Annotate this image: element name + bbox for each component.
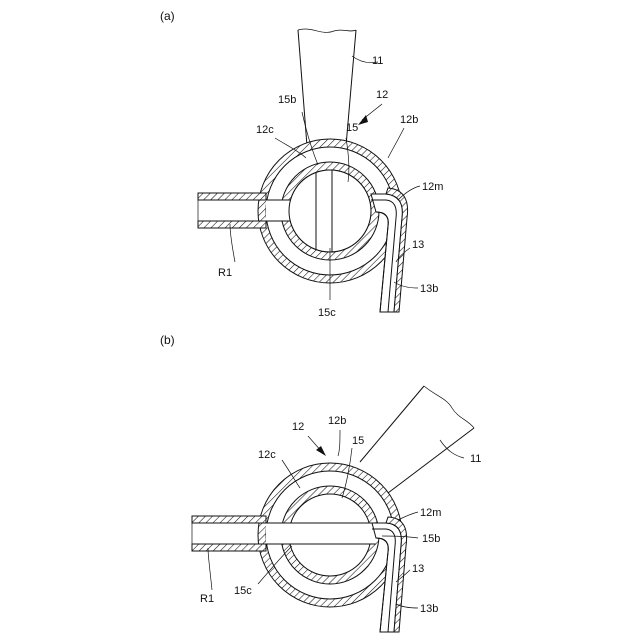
callout-12-b: 12 [292, 421, 304, 433]
callout-15-b: 15 [352, 435, 364, 447]
pipe-13 [371, 188, 408, 312]
callout-12c: 12c [256, 124, 274, 136]
callout-12m-b: 12m [420, 507, 441, 519]
panel-a: (a) [160, 9, 443, 319]
panel-b-label: (b) [160, 333, 175, 347]
callout-15: 15 [346, 122, 358, 134]
rod-11-rotated [360, 386, 474, 496]
callout-r1: R1 [218, 267, 232, 279]
ball-15 [289, 170, 371, 252]
callout-11: 11 [372, 55, 383, 67]
callout-13b: 13b [420, 283, 438, 295]
callout-12b-b: 12b [328, 415, 346, 427]
callout-13-b: 13 [412, 563, 424, 575]
pipe-13-b [372, 517, 407, 632]
panel-b: (b) [160, 333, 481, 632]
callout-13b-b: 13b [420, 603, 438, 615]
callout-15b: 15b [278, 94, 296, 106]
callout-15c-b: 15c [234, 585, 252, 597]
callout-12c-b: 12c [258, 449, 276, 461]
callout-12m: 12m [422, 181, 443, 193]
callout-12: 12 [376, 89, 388, 101]
callout-r1-b: R1 [200, 593, 214, 605]
callout-13: 13 [412, 239, 424, 251]
callout-15c: 15c [318, 307, 336, 319]
callout-12b: 12b [400, 114, 418, 126]
callout-15b-b: 15b [422, 533, 440, 545]
callout-11-b: 11 [470, 453, 481, 465]
panel-a-label: (a) [160, 9, 175, 23]
